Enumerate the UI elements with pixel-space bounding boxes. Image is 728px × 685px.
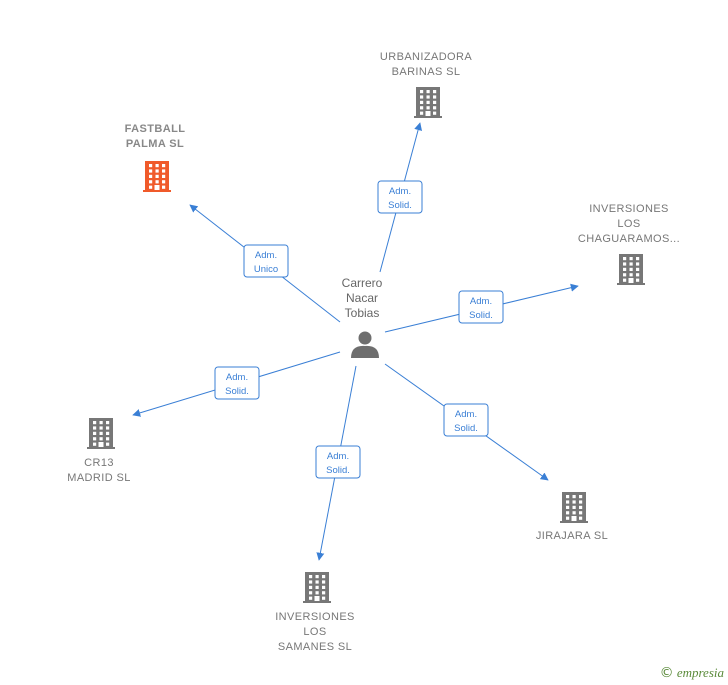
building-icon <box>143 161 171 192</box>
edge-jirajara[interactable]: Adm. Solid. <box>384 363 549 481</box>
company-chaguaramos-label: INVERSIONES LOS CHAGUARAMOS... <box>578 203 680 245</box>
edge-label-box <box>443 403 489 437</box>
company-chaguaramos-label-line: CHAGUARAMOS... <box>578 233 680 245</box>
person-icon <box>351 331 379 358</box>
edges-layer: Adm.Solid.Adm.UnicoAdm.Solid.Adm.Solid.A… <box>132 122 579 561</box>
company-cr13-label-line: MADRID SL <box>67 472 131 484</box>
edge-fastball[interactable]: Adm. Unico <box>189 204 341 323</box>
edge-label-box <box>458 290 504 324</box>
edge-label-text: Solid. <box>469 310 493 321</box>
edge-label-text: Adm. <box>327 451 349 462</box>
building-icon <box>617 254 645 285</box>
edge-label-text: Solid. <box>225 386 249 397</box>
brand-name: empresia <box>676 665 724 680</box>
company-fastball-label-line: PALMA SL <box>126 138 184 150</box>
edge-samanes[interactable]: Adm. Solid. <box>315 365 361 561</box>
building-icon <box>303 572 331 603</box>
company-fastball-label-line: FASTBALL <box>125 123 186 135</box>
company-samanes-label-line: LOS <box>303 626 326 638</box>
company-urbanizadora-label: URBANIZADORA BARINAS SL <box>380 51 472 78</box>
nodes-layer: URBANIZADORA BARINAS SL FASTBALL PALMA SL IN… <box>67 51 680 653</box>
company-cr13-label-line: CR13 <box>84 457 114 469</box>
building-icon <box>87 418 115 449</box>
edge-cr13[interactable]: Adm. Solid. <box>132 351 341 417</box>
company-node-chaguaramos[interactable]: INVERSIONES LOS CHAGUARAMOS... <box>578 203 680 285</box>
company-fastball-label: FASTBALL PALMA SL <box>125 123 186 150</box>
company-urbanizadora-label-line: BARINAS SL <box>392 66 461 78</box>
company-node-samanes[interactable]: INVERSIONES LOS SAMANES SL <box>275 572 355 653</box>
edge-label-text: Unico <box>254 264 278 275</box>
edge-label-text: Adm. <box>389 186 411 197</box>
copyright-icon: © <box>659 665 674 681</box>
company-node-fastball[interactable]: FASTBALL PALMA SL <box>125 123 186 192</box>
edge-chaguaramos[interactable]: Adm. Solid. <box>384 283 579 333</box>
company-urbanizadora-label-line: URBANIZADORA <box>380 51 472 63</box>
company-jirajara-label-line: JIRAJARA SL <box>536 530 608 542</box>
edge-label-box <box>315 445 361 479</box>
edge-label-box <box>377 180 423 214</box>
edge-label-box <box>214 366 260 400</box>
person-label-line: Tobias <box>345 306 380 320</box>
edge-urbanizadora[interactable]: Adm. Solid. <box>377 122 423 273</box>
company-node-jirajara[interactable]: JIRAJARA SL <box>536 492 608 542</box>
company-chaguaramos-label-line: LOS <box>617 218 640 230</box>
edge-label-text: Solid. <box>454 423 478 434</box>
edge-label-box <box>243 244 289 278</box>
footer-brand[interactable]: © empresia <box>660 665 724 681</box>
company-samanes-label-line: SAMANES SL <box>278 641 352 653</box>
company-node-urbanizadora[interactable]: URBANIZADORA BARINAS SL <box>380 51 472 118</box>
edge-label-text: Adm. <box>226 372 248 383</box>
company-chaguaramos-label-line: INVERSIONES <box>589 203 669 215</box>
edge-label-text: Adm. <box>255 250 277 261</box>
person-label-line: Carrero <box>342 276 383 290</box>
building-icon <box>560 492 588 523</box>
edge-label-text: Solid. <box>388 200 412 211</box>
edge-label-text: Solid. <box>326 465 350 476</box>
company-jirajara-label: JIRAJARA SL <box>536 530 608 542</box>
edge-label-text: Adm. <box>470 296 492 307</box>
company-samanes-label: INVERSIONES LOS SAMANES SL <box>275 611 355 653</box>
building-icon <box>414 87 442 118</box>
edge-label-text: Adm. <box>455 409 477 420</box>
person-label-line: Nacar <box>346 291 378 305</box>
company-samanes-label-line: INVERSIONES <box>275 611 355 623</box>
